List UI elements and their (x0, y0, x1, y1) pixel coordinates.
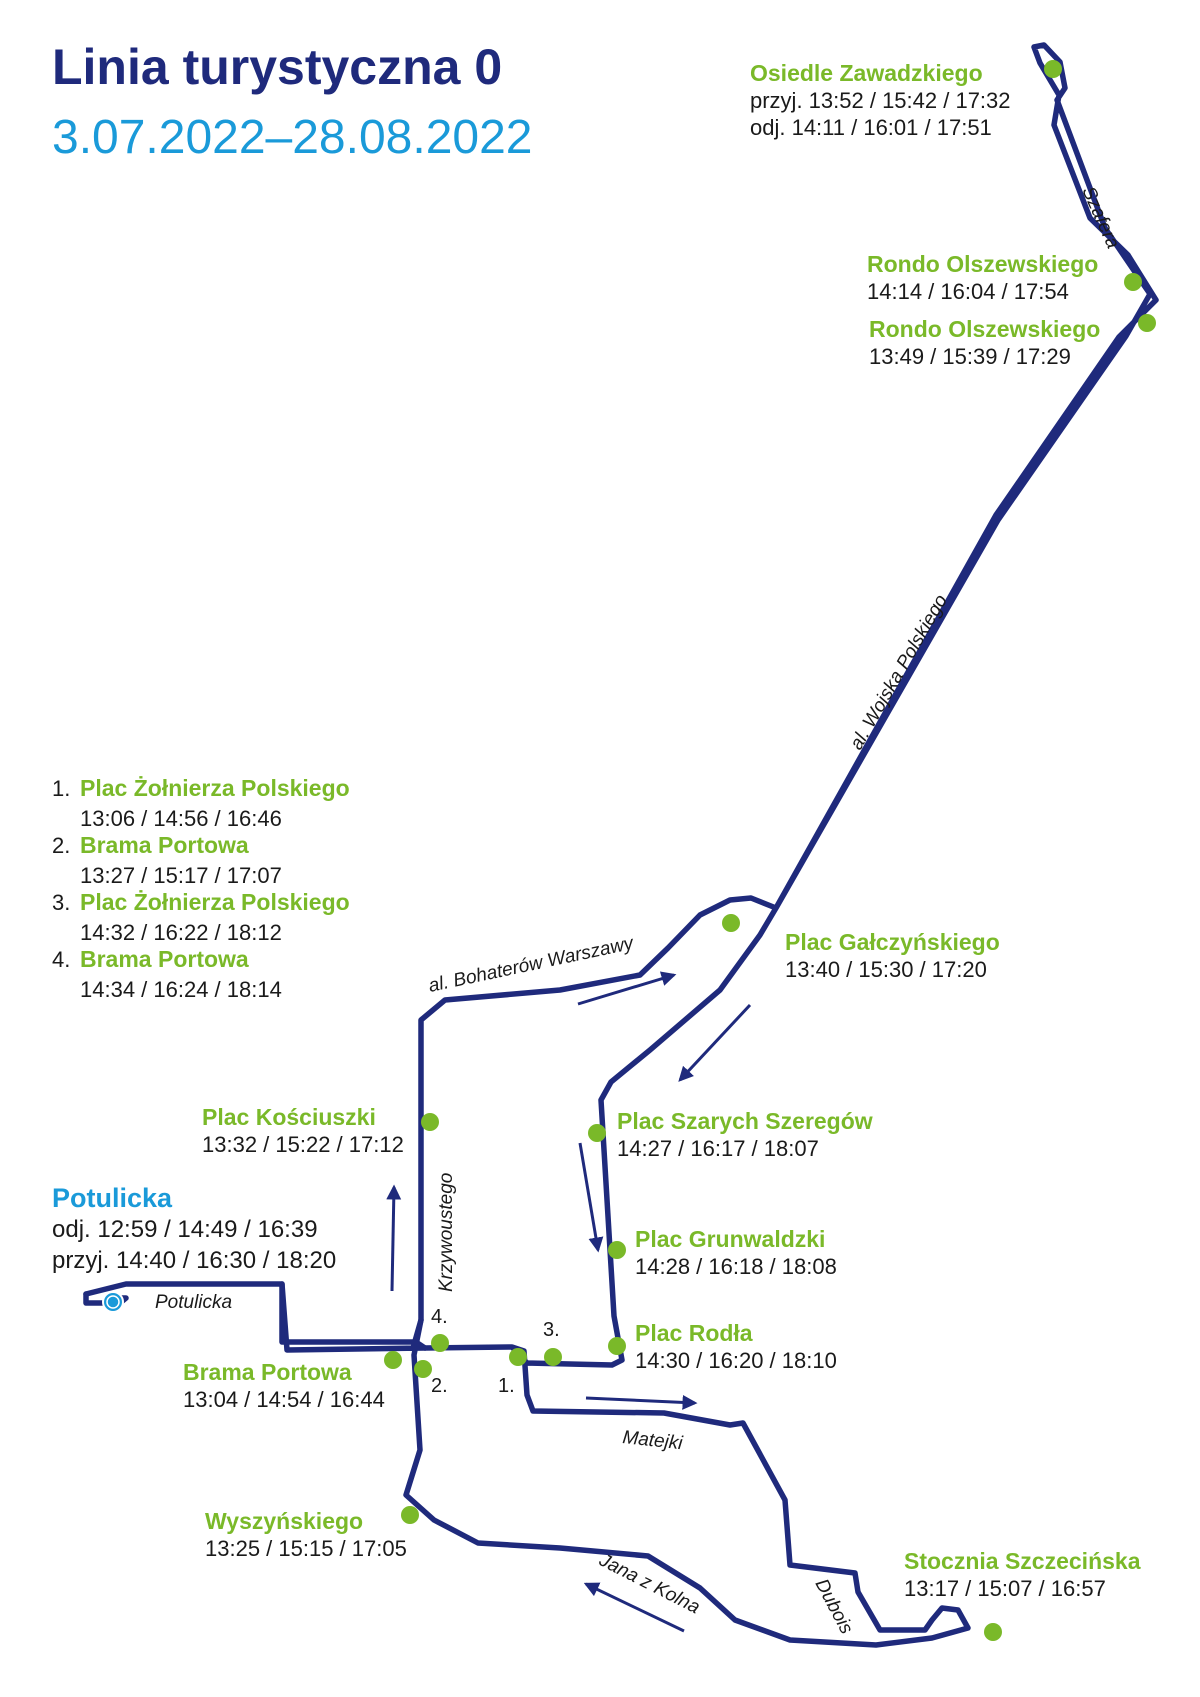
legend-times: 13:27 / 15:17 / 17:07 (80, 863, 282, 888)
stop-times: 14:30 / 16:20 / 18:10 (635, 1348, 837, 1373)
stop-name: Wyszyńskiego (205, 1508, 364, 1534)
stop-marker-plac-kosciuszki (421, 1113, 439, 1131)
stop-label-potulicka: Potulicka odj. 12:59 / 14:49 / 16:39 prz… (52, 1182, 336, 1276)
stop-marker-plac-szarych-szeregow (588, 1124, 606, 1142)
stop-label-rondo-olszewskiego-1: Rondo Olszewskiego 14:14 / 16:04 / 17:54 (867, 251, 1098, 305)
stop-name: Brama Portowa (183, 1359, 352, 1385)
legend-number: 4. (52, 947, 71, 972)
stop-times: 14:14 / 16:04 / 17:54 (867, 279, 1069, 304)
terminus-name: Potulicka (52, 1183, 173, 1213)
stop-marker-plac-galczynskiego (722, 914, 740, 932)
stop-number-4: 4. (431, 1306, 448, 1328)
legend-entry: 3. Plac Żołnierza Polskiego 14:32 / 16:22… (52, 889, 350, 946)
street-label-potulicka: Potulicka (155, 1292, 232, 1313)
terminus-arrival-times: przyj. 14:40 / 16:30 / 18:20 (52, 1247, 337, 1274)
stop-times: 13:25 / 15:15 / 17:05 (205, 1536, 407, 1561)
page-title: Linia turystyczna 0 (52, 39, 503, 95)
stop-marker-plac-grunwaldzki (608, 1241, 626, 1259)
legend-times: 13:06 / 14:56 / 16:46 (80, 806, 282, 831)
stop-name: Plac Kościuszki (202, 1104, 376, 1130)
terminus-marker-potulicka (102, 1291, 124, 1313)
stop-name: Plac Szarych Szeregów (617, 1108, 873, 1134)
stop-marker-plac-zolnierza-3 (544, 1348, 562, 1366)
stop-name: Plac Rodła (635, 1320, 753, 1346)
krzywoustego-segment (410, 1317, 424, 1351)
street-label-matejki: Matejki (621, 1427, 684, 1454)
legend-entry: 4. Brama Portowa 14:34 / 16:24 / 18:14 (52, 946, 350, 1003)
stop-times: 14:28 / 16:18 / 18:08 (635, 1254, 837, 1279)
legend-number: 1. (52, 776, 71, 801)
stop-marker-plac-rodla (608, 1337, 626, 1355)
stop-name: Rondo Olszewskiego (869, 316, 1101, 342)
legend-entry: 1. Plac Żołnierza Polskiego 13:06 / 14:56… (52, 775, 350, 832)
stop-marker-stocznia-szczecinska (984, 1623, 1002, 1641)
numbered-stops-legend: 1. Plac Żołnierza Polskiego 13:06 / 14:56… (52, 775, 350, 1003)
street-label-dubois: Dubois (811, 1575, 858, 1638)
stop-label-wyszynskiego: Wyszyńskiego 13:25 / 15:15 / 17:05 (205, 1508, 407, 1562)
stop-marker-rondo-olszewskiego (1124, 273, 1142, 291)
direction-arrow (386, 1184, 402, 1292)
legend-entry: 2. Brama Portowa 13:27 / 15:17 / 17:07 (52, 832, 350, 889)
stop-label-brama-portowa: Brama Portowa 13:04 / 14:54 / 16:44 (183, 1359, 385, 1413)
date-range: 3.07.2022–28.08.2022 (52, 111, 533, 164)
legend-number: 2. (52, 833, 71, 858)
stop-label-stocznia-szczecinska: Stocznia Szczecińska 13:17 / 15:07 / 16:… (904, 1548, 1141, 1602)
legend-stop-name: Plac Żołnierza Polskiego (80, 775, 350, 801)
street-label-krzywoustego: Krzywoustego (436, 1173, 457, 1292)
stop-times: 13:49 / 15:39 / 17:29 (869, 344, 1071, 369)
stop-number-1: 1. (498, 1375, 515, 1397)
direction-arrow (577, 971, 677, 1006)
bus-route-line (83, 42, 1159, 1648)
direction-arrow (585, 1394, 698, 1410)
street-label-szafera: Szafera (1077, 183, 1123, 251)
street-label-wojska-polskiego: al. Wojska Polskiego (846, 591, 952, 753)
stop-name: Osiedle Zawadzkiego (750, 60, 983, 86)
stop-times: 13:40 / 15:30 / 17:20 (785, 957, 987, 982)
legend-stop-name: Plac Żołnierza Polskiego (80, 889, 350, 915)
direction-arrow (678, 1003, 752, 1082)
legend-stop-name: Brama Portowa (80, 946, 249, 972)
street-label-bohaterow-warszawy: al. Bohaterów Warszawy (427, 933, 637, 997)
stop-label-osiedle-zawadzkiego: Osiedle Zawadzkiego przyj. 13:52 / 15:42… (750, 60, 1011, 141)
stop-label-plac-szarych-szeregow: Plac Szarych Szeregów 14:27 / 16:17 / 18… (617, 1108, 873, 1162)
terminus-marker-potulicka-ring (106, 1295, 120, 1309)
legend-times: 14:34 / 16:24 / 18:14 (80, 977, 282, 1002)
stop-label-plac-galczynskiego: Plac Gałczyńskiego 13:40 / 15:30 / 17:20 (785, 929, 1000, 983)
stop-label-plac-grunwaldzki: Plac Grunwaldzki 14:28 / 16:18 / 18:08 (635, 1226, 837, 1280)
stop-times: 13:32 / 15:22 / 17:12 (202, 1132, 404, 1157)
legend-stop-name: Brama Portowa (80, 832, 249, 858)
direction-arrow (583, 1582, 685, 1633)
direction-arrow (578, 1142, 604, 1253)
stop-number-3: 3. (543, 1319, 560, 1341)
legend-times: 14:32 / 16:22 / 18:12 (80, 920, 282, 945)
stop-label-plac-rodla: Plac Rodła 14:30 / 16:20 / 18:10 (635, 1320, 837, 1374)
stop-departure-times: odj. 14:11 / 16:01 / 17:51 (750, 115, 992, 140)
stop-label-plac-kosciuszki: Plac Kościuszki 13:32 / 15:22 / 17:12 (202, 1104, 404, 1158)
stop-times: 14:27 / 16:17 / 18:07 (617, 1136, 819, 1161)
stop-name: Plac Gałczyńskiego (785, 929, 1000, 955)
stop-name: Stocznia Szczecińska (904, 1548, 1141, 1574)
stop-times: 13:04 / 14:54 / 16:44 (183, 1387, 385, 1412)
stop-marker-plac-zolnierza-1 (509, 1348, 527, 1366)
stop-number-2: 2. (431, 1375, 448, 1397)
stop-name: Plac Grunwaldzki (635, 1226, 826, 1252)
stop-marker-brama-portowa (384, 1351, 402, 1369)
legend-number: 3. (52, 890, 71, 915)
stop-marker-rondo-olszewskiego (1138, 314, 1156, 332)
terminus-departure-times: odj. 12:59 / 14:49 / 16:39 (52, 1216, 318, 1243)
stop-marker-brama-portowa-4 (431, 1334, 449, 1352)
stop-times: 13:17 / 15:07 / 16:57 (904, 1576, 1106, 1601)
potulicka-spur (83, 1281, 428, 1351)
stop-arrival-times: przyj. 13:52 / 15:42 / 17:32 (750, 88, 1011, 113)
stop-marker-osiedle-zawadzkiego (1044, 60, 1062, 78)
stop-name: Rondo Olszewskiego (867, 251, 1099, 277)
stop-label-rondo-olszewskiego-2: Rondo Olszewskiego 13:49 / 15:39 / 17:29 (869, 316, 1100, 370)
stop-marker-brama-portowa-2 (414, 1360, 432, 1378)
stop-marker-wyszynskiego (401, 1506, 419, 1524)
